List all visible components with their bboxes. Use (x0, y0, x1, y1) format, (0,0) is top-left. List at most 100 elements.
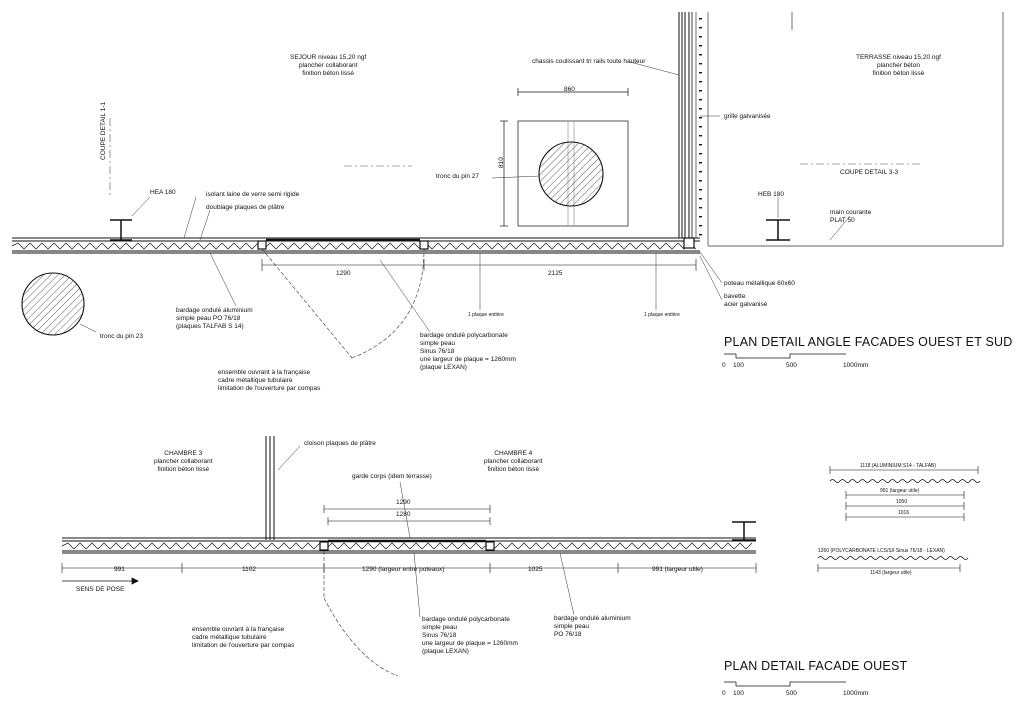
profile-alu-991: 991 (largeur utile) (880, 488, 920, 494)
label-main-courante: main courante PLAT 50 (830, 209, 871, 225)
plan1-leaders (79, 61, 851, 333)
dim-1290-top: 1290 (396, 499, 411, 506)
label-doublage: doublage plaques de plâtre (206, 204, 285, 211)
dim-2125: 2125 (548, 270, 563, 277)
bardage-alu-1-line1: bardage ondulé aluminium (176, 307, 253, 314)
plan2-scale-1000: 1000mm (843, 690, 869, 697)
alu-profile-wave (829, 479, 981, 483)
ensemble-1-line3: limitation de l'ouverture par compas (218, 385, 321, 392)
main-courante-line2: PLAT 50 (830, 217, 855, 224)
dim-860: 860 (564, 86, 575, 93)
plan1-title: PLAN DETAIL ANGLE FACADES OUEST ET SUD (724, 335, 1013, 349)
grille-mark (699, 99, 702, 101)
chambre4-line1: CHAMBRE 4 (494, 450, 533, 457)
grille-mark (699, 117, 702, 119)
ensemble-2-line1: ensemble ouvrant à la française (192, 626, 285, 633)
grille-mark (699, 90, 702, 92)
dim-1025: 1025 (528, 566, 543, 573)
bavette-line1: bavette (724, 293, 746, 300)
dim-991b: 991 (largeur utile) (652, 566, 703, 573)
grille-mark (699, 45, 702, 47)
grille-mark (699, 126, 702, 128)
ensemble-1-line1: ensemble ouvrant à la française (218, 369, 311, 376)
terrasse-railing (707, 12, 1004, 247)
dim-1290b: 1290 (largeur entre poteaux) (362, 566, 445, 573)
room-terrasse-line2: plancher béton (876, 62, 920, 69)
profile-alu-1050: 1050 (896, 499, 908, 505)
plan2-title: PLAN DETAIL FACADE OUEST (724, 659, 908, 673)
grille-mark (699, 225, 702, 227)
bardage-poly-1-line2: simple peau (420, 340, 456, 347)
grille-mark (699, 63, 702, 65)
sliding-frame (678, 12, 697, 238)
plan1-scale-100: 100 (733, 362, 744, 369)
chambre4-line2: plancher collaborant (484, 458, 543, 465)
grille-galvanisee (699, 18, 702, 236)
heb-180-beam (766, 219, 790, 241)
dim-810: 810 (498, 157, 505, 168)
bardage-poly-1-line1: bardage ondulé polycarbonate (420, 332, 508, 339)
label-tronc-27: tronc du pin 27 (436, 173, 480, 180)
plan1-scale-500: 500 (786, 362, 797, 369)
room-sejour-line2: plancher collaborant (298, 62, 358, 69)
bardage-alu-2-line1: bardage ondulé aluminium (554, 615, 631, 622)
label-bardage-alu-1: bardage ondulé aluminium simple peau PO … (176, 307, 253, 331)
ensemble-2-line2: cadre métallique tubulaire (192, 634, 267, 641)
label-chassis: chassis coulissant tri rails toute haute… (532, 58, 646, 65)
plan2-posts (319, 541, 495, 551)
label-poteau: poteau métallique 60x60 (724, 280, 795, 287)
grille-mark (699, 108, 702, 110)
plan2-scale-100: 100 (733, 690, 744, 697)
profile-alu-1016: 1016 (898, 510, 910, 516)
bardage-poly-1-line5: (plaque LEXAN) (420, 364, 467, 371)
label-hea: HEA 180 (150, 189, 176, 196)
grille-mark (699, 144, 702, 146)
chambre4-line3: finition béton lissé (487, 466, 540, 473)
tronc-pin-23 (21, 272, 85, 336)
grille-mark (699, 234, 702, 236)
poly-profile-dims (817, 564, 961, 572)
plan2-scale-bar (724, 681, 846, 687)
plan1-door-swing (261, 248, 425, 359)
grille-mark (699, 153, 702, 155)
label-ensemble-1: ensemble ouvrant à la française cadre mé… (218, 369, 320, 393)
label-isolant: isolant laine de verre semi rigide (206, 191, 300, 198)
plan2-scale-0: 0 (722, 690, 726, 697)
label-garde-corps: garde corps (idem terrasse) (352, 473, 432, 480)
grille-mark (699, 180, 702, 182)
room-terrasse: TERRASSE niveau 15,20 ngf plancher béton… (856, 54, 941, 78)
hea-180-beam (110, 219, 132, 241)
chambre3-line2: plancher collaborant (154, 458, 213, 465)
bardage-poly-1-line4: une largeur de plaque = 1260mm (420, 356, 516, 363)
label-grille: grille galvanisée (724, 113, 771, 120)
bardage-alu-1-line2: simple peau PO 76/18 (176, 315, 241, 322)
grille-mark (699, 171, 702, 173)
chambre3-line1: CHAMBRE 3 (164, 450, 203, 457)
label-tronc-23: tronc du pin 23 (100, 333, 144, 340)
room-chambre3: CHAMBRE 3 plancher collaborant finition … (154, 450, 213, 474)
chambre3-line3: finition béton lissé (157, 466, 210, 473)
label-bardage-poly-1: bardage ondulé polycarbonate simple peau… (420, 332, 516, 372)
room-chambre4: CHAMBRE 4 plancher collaborant finition … (484, 450, 543, 474)
ensemble-1-line2: cadre métallique tubulaire (218, 377, 293, 384)
dim-1102: 1102 (242, 566, 256, 573)
dim-991a: 991 (114, 566, 125, 573)
label-plaque-1: 1 plaque entière (468, 312, 504, 318)
sens-de-pose-arrow (62, 577, 139, 585)
profile-poly-title: 1260 (POLYCARBONATE LCS/S/I Sinus 76/18 … (818, 548, 945, 554)
plan2-dimensions (61, 505, 757, 573)
grille-mark (699, 72, 702, 74)
bardage-alu-2-line3: PO 76/18 (554, 631, 582, 638)
plan1-wall (12, 237, 700, 254)
alu-profile-dims (829, 466, 979, 521)
bardage-poly-2-line4: une largeur de plaque = 1260mm (422, 640, 518, 647)
label-heb: HEB 180 (758, 191, 785, 198)
plan1-scale-bar (724, 353, 846, 359)
bardage-poly-1-line3: Sinus 76/18 (420, 348, 455, 355)
profile-poly-1143: 1143 (largeur utile) (870, 570, 912, 576)
label-ensemble-2: ensemble ouvrant à la française cadre mé… (192, 626, 294, 650)
room-terrasse-line1: TERRASSE niveau 15,20 ngf (856, 54, 941, 61)
plan1-scale-1000: 1000mm (843, 362, 869, 369)
room-sejour-line3: finition béton lissé (302, 70, 354, 77)
